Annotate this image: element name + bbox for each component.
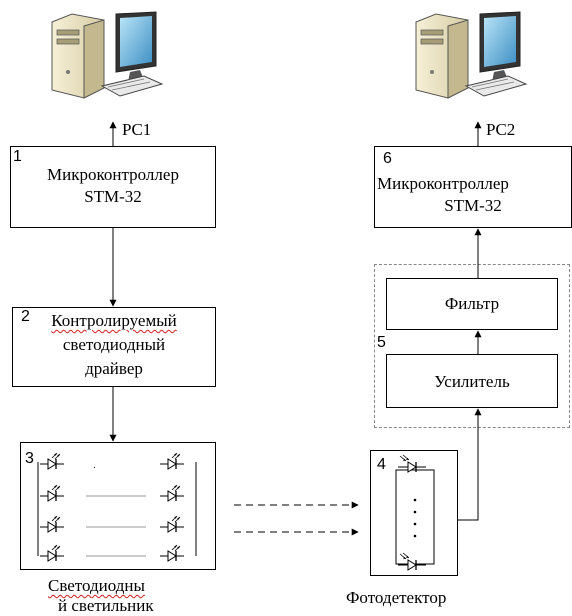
photodiode-ellipsis <box>413 498 417 538</box>
led-icon <box>39 544 65 562</box>
microcontroller-1-block: 1 Микроконтроллер STM-32 <box>10 146 216 228</box>
pc1-computer-icon <box>51 11 164 99</box>
led-icon <box>159 515 185 533</box>
block-number: 5 <box>377 334 386 351</box>
photodetector-caption: Фотодетектор <box>346 588 447 607</box>
led-icon <box>159 452 185 470</box>
filter-block: Фильтр <box>386 278 558 330</box>
microcontroller-1-model: STM-32 <box>84 187 142 206</box>
photodetector-block: 4 <box>370 450 458 576</box>
pc2-label: PC2 <box>486 120 516 139</box>
led-luminaire-caption-line2: й светильник <box>58 596 154 615</box>
block-number: 4 <box>377 456 386 473</box>
arrow-photodetector-to-amplifier <box>458 408 482 521</box>
led-luminaire-caption-line1: Светодиодны <box>48 576 145 595</box>
led-driver-title-line1: Контролируемый <box>51 311 177 330</box>
pc1-label: PC1 <box>122 120 152 139</box>
microcontroller-2-model: STM-32 <box>444 196 502 215</box>
block-number: 1 <box>13 148 22 165</box>
amplifier-block: Усилитель <box>386 354 558 408</box>
signal-processing-group: 5 <box>374 264 570 428</box>
microcontroller-2-title: Микроконтроллер <box>377 174 509 193</box>
led-driver-title-line3: драйвер <box>85 359 143 378</box>
photodiode-icon <box>397 454 427 473</box>
led-icon <box>39 452 65 470</box>
led-icon <box>159 484 185 502</box>
block-number: 6 <box>383 150 392 167</box>
led-row-ellipsis: . <box>93 460 96 471</box>
led-driver-title-line2: светодиодный <box>62 335 166 354</box>
amplifier-label: Усилитель <box>434 372 510 391</box>
filter-label: Фильтр <box>444 294 500 313</box>
photodiode-icon <box>397 552 427 571</box>
microcontroller-2-block: 6 Микроконтроллер STM-32 <box>374 146 572 228</box>
photodiode-array-frame <box>395 469 435 565</box>
led-icon <box>39 484 65 502</box>
microcontroller-1-title: Микроконтроллер <box>47 165 179 184</box>
led-icon <box>39 515 65 533</box>
pc2-computer-icon <box>415 11 528 99</box>
led-icon <box>159 544 185 562</box>
block-number: 2 <box>21 308 30 325</box>
block-number: 3 <box>25 450 34 467</box>
led-driver-block: 2 Контролируемый светодиодный драйвер <box>12 307 216 387</box>
